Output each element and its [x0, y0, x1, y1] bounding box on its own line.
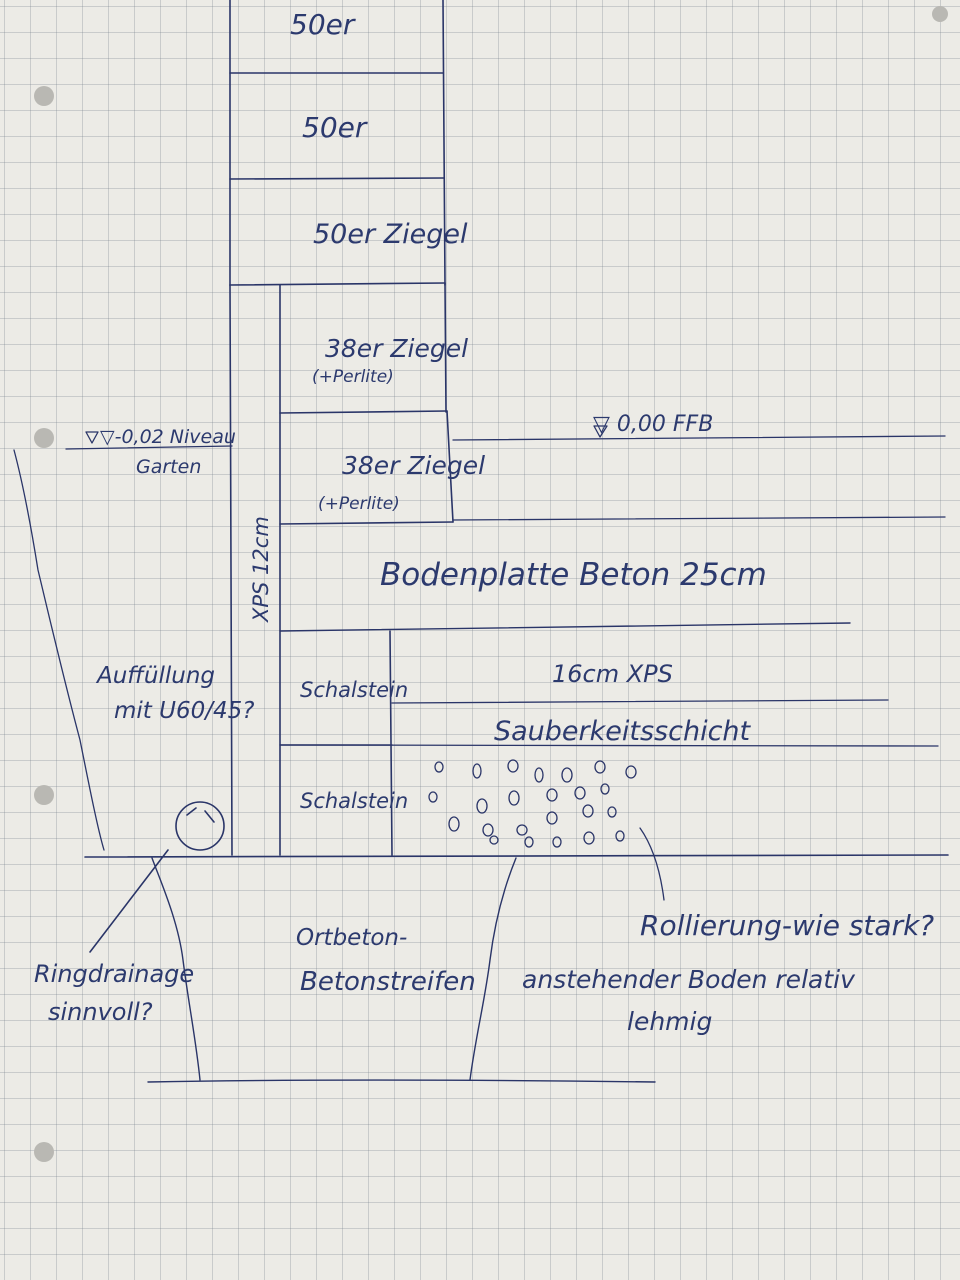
rollierung-callout-line — [639, 827, 665, 901]
terrain-profile — [13, 449, 105, 851]
label-38er-upper: 38er Ziegel — [325, 334, 468, 363]
label-bodenplatte: Bodenplatte Beton 25cm — [380, 557, 767, 593]
slab-bottom-line — [279, 622, 851, 632]
label-50er-ziegel: 50er Ziegel — [313, 219, 468, 250]
xps-floor-bottom-line — [391, 699, 889, 704]
schalstein-blocks — [279, 630, 393, 856]
label-xps-floor: 16cm XPS — [552, 660, 673, 688]
punch-hole — [34, 86, 54, 106]
label-50er-mid: 50er — [302, 111, 368, 144]
strip-foundation — [147, 857, 656, 1083]
punch-hole — [34, 785, 54, 805]
label-schalstein-2: Schalstein — [300, 789, 408, 813]
punch-hole — [932, 6, 948, 22]
label-38er-lower: 38er Ziegel — [342, 451, 485, 480]
label-50er-top: 50er — [290, 8, 356, 41]
punch-hole — [34, 1142, 54, 1162]
label-level-ffb: ▽ 0,00 FFB — [593, 412, 713, 437]
label-ringdrainage-1: Ringdrainage — [34, 960, 194, 988]
rollierung-gravel — [428, 759, 637, 848]
ffb-line — [452, 435, 946, 441]
ground-line — [84, 854, 949, 858]
label-level-garden: ▽-0,02 Niveau — [100, 426, 236, 448]
ring-drainage-pipe — [89, 801, 225, 953]
label-38er-lower-note: (+Perlite) — [318, 494, 400, 514]
label-auffuellung-2: mit U60/45? — [114, 698, 254, 724]
slab-top-line — [452, 516, 946, 521]
punch-hole — [34, 428, 54, 448]
label-sauberkeitsschicht: Sauberkeitsschicht — [494, 716, 752, 747]
label-rollierung: Rollierung-wie stark? — [640, 909, 934, 942]
wall-50er-stack — [229, 0, 446, 286]
label-boden-2: lehmig — [627, 1007, 712, 1036]
label-auffuellung-1: Auffüllung — [95, 663, 215, 689]
xps-wall-strip — [229, 284, 281, 856]
label-boden-1: anstehender Boden relativ — [522, 965, 856, 994]
label-xps-wall: XPS 12cm — [249, 516, 273, 623]
label-ortbeton-2: Betonstreifen — [300, 967, 476, 997]
label-ringdrainage-2: sinnvoll? — [48, 998, 153, 1026]
ffb-level-triangle — [593, 425, 608, 438]
garden-level-triangle — [85, 431, 99, 444]
label-schalstein-1: Schalstein — [300, 678, 408, 702]
wall-38er-stack — [279, 282, 454, 525]
label-ortbeton-1: Ortbeton- — [296, 925, 407, 951]
label-38er-upper-note: (+Perlite) — [312, 367, 394, 387]
garden-level-line — [65, 445, 233, 450]
label-level-garden-2: Garten — [136, 456, 201, 478]
